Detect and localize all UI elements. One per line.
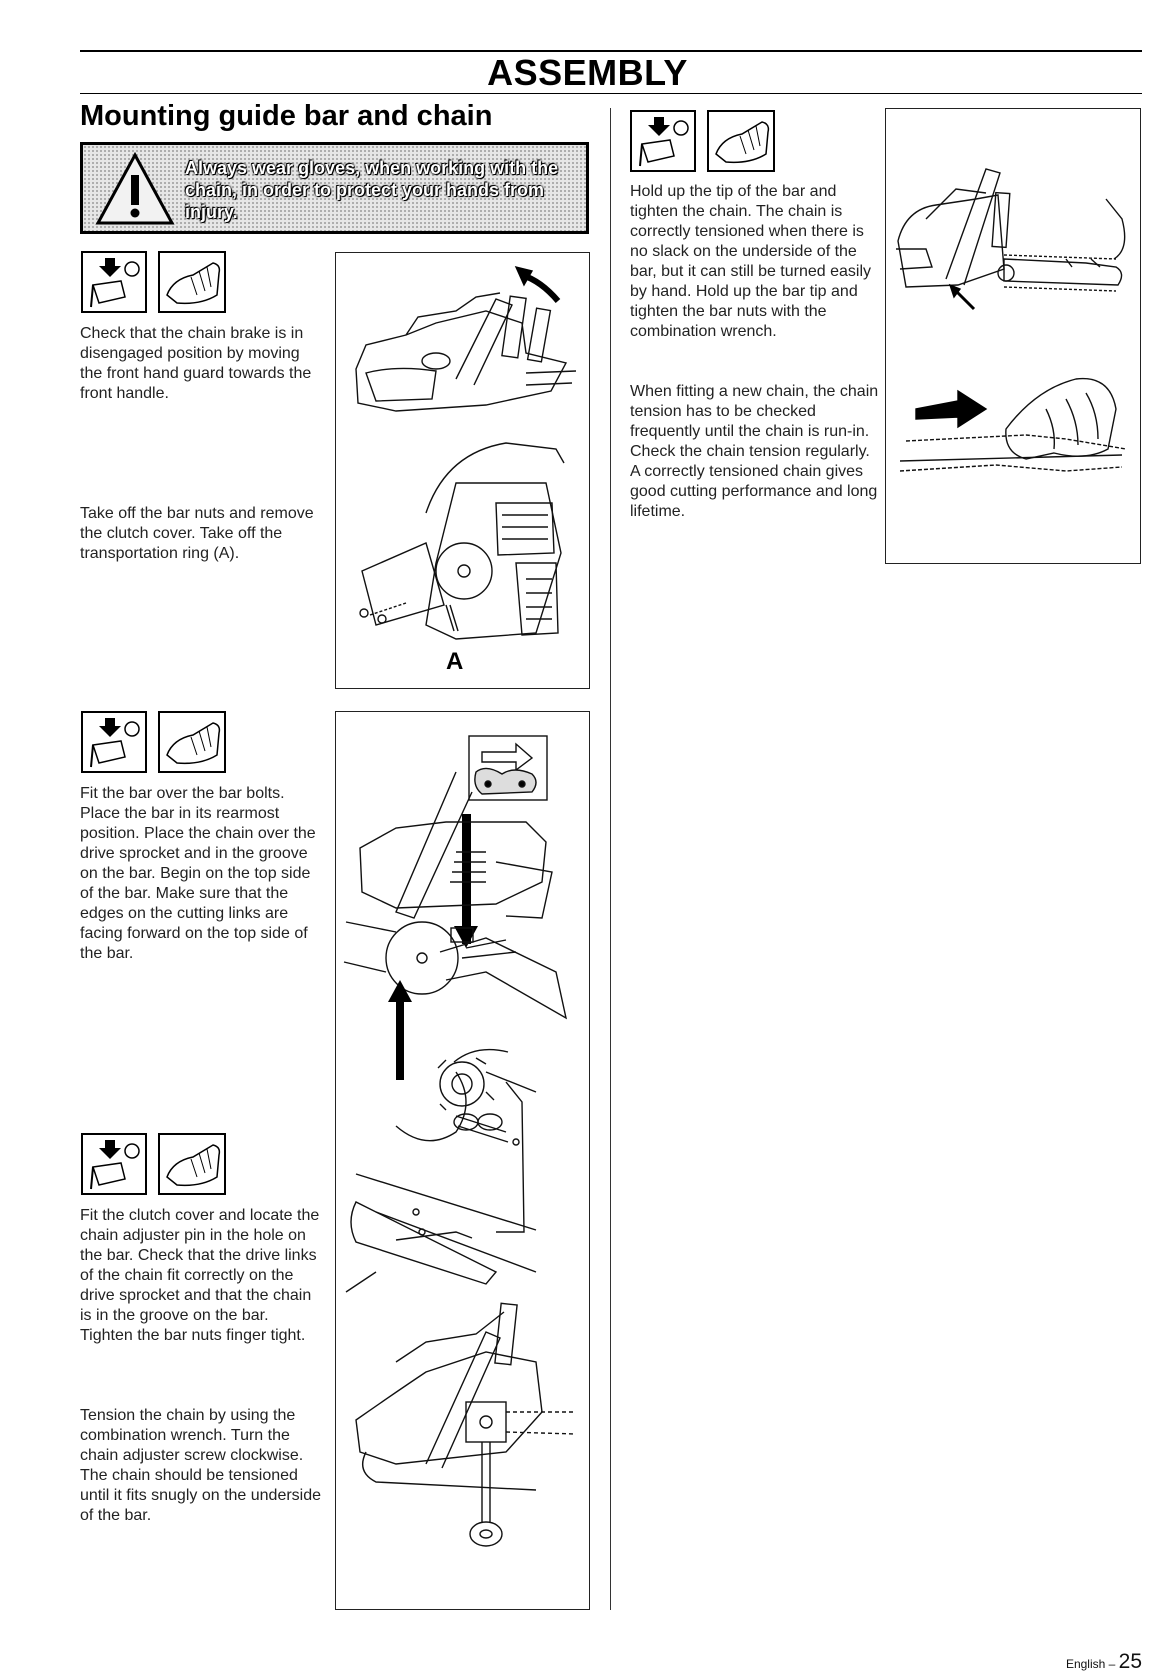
warning-box: Always wear gloves, when working with th…: [80, 142, 589, 234]
step-3-text: Fit the bar over the bar bolts. Place th…: [80, 785, 316, 962]
header-underline: [80, 93, 1142, 94]
stop-engine-gloves-icon: [630, 110, 775, 172]
section-title: ASSEMBLY: [487, 52, 688, 93]
step-4-text: Fit the clutch cover and locate the chai…: [80, 1207, 320, 1344]
step-6-text: Hold up the tip of the bar and tighten t…: [630, 183, 872, 340]
page-heading: Mounting guide bar and chain: [80, 100, 493, 132]
step-2-text: Take off the bar nuts and remove the clu…: [80, 505, 314, 562]
footer-language: English: [1065, 1657, 1106, 1671]
warning-triangle-icon: [95, 151, 175, 225]
warning-text: Always wear gloves, when working with th…: [185, 158, 559, 222]
step-5-text: Tension the chain by using the combinati…: [80, 1407, 322, 1524]
figure-chain-tension: [885, 108, 1141, 564]
icon-pair-stop-gloves-2: [81, 711, 227, 773]
icon-pair-stop-gloves-1: [81, 251, 227, 313]
top-rule: [80, 50, 1142, 52]
column-divider: [610, 108, 611, 1610]
stop-engine-gloves-icon: [81, 1133, 226, 1195]
figure-chain-brake-clutch: A: [335, 252, 590, 689]
figure-bar-chain-fitting: [335, 711, 590, 1610]
step-7-text: When fitting a new chain, the chain tens…: [630, 383, 879, 520]
icon-pair-stop-gloves-3: [81, 1133, 227, 1195]
page-number: 25: [1118, 1650, 1142, 1673]
stop-engine-gloves-icon: [81, 251, 226, 313]
page-footer: English – 25: [1066, 1650, 1142, 1674]
icon-pair-stop-gloves-4: [630, 110, 776, 172]
figure-label-a: A: [446, 648, 464, 675]
footer-separator: –: [1105, 1657, 1119, 1671]
stop-engine-gloves-icon: [81, 711, 226, 773]
step-1-text: Check that the chain brake is in disenga…: [80, 325, 312, 402]
